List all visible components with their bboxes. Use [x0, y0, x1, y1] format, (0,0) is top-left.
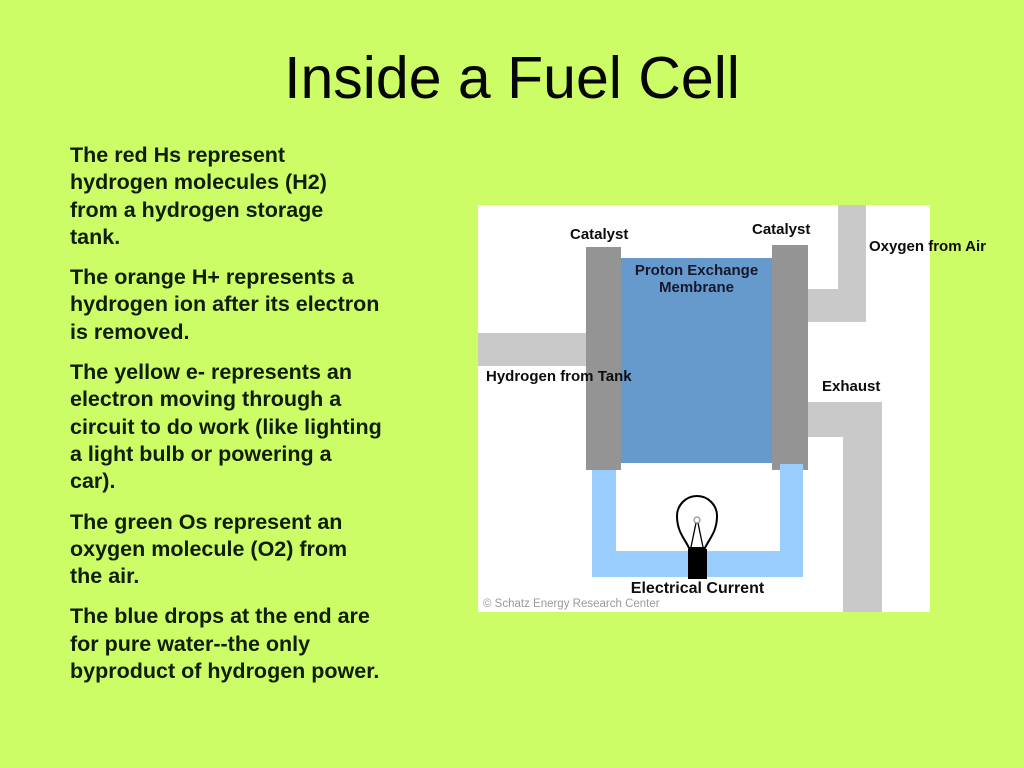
body-paragraph-3: The yellow e- represents an electron mov…	[70, 359, 400, 495]
credit-text: © Schatz Energy Research Center	[483, 598, 660, 610]
exhaust-channel-vertical	[843, 437, 882, 612]
fuel-cell-diagram: Proton Exchange Membrane Catalyst Cataly…	[478, 205, 986, 612]
text-line: The blue drops at the end are	[70, 604, 370, 629]
text-line: byproduct of hydrogen power.	[70, 659, 380, 684]
catalyst-bar-right	[772, 245, 808, 470]
spacer	[621, 258, 772, 263]
text-line: The orange H+ represents a	[70, 265, 354, 290]
label-hydrogen-from-tank: Hydrogen from Tank	[486, 369, 632, 385]
catalyst-bar-left	[586, 247, 621, 470]
text-line: tank.	[70, 224, 121, 249]
membrane-label-line: Proton Exchange	[634, 262, 759, 279]
page-title: Inside a Fuel Cell	[284, 45, 740, 111]
label-line: from Tank	[560, 368, 632, 385]
oxygen-inlet-channel-elbow	[807, 289, 866, 322]
text-line: electron moving through a	[70, 387, 342, 412]
text-line: car).	[70, 469, 116, 494]
body-paragraph-1: The red Hs represent hydrogen molecules …	[70, 142, 400, 251]
label-catalyst-left: Catalyst	[570, 226, 629, 243]
exhaust-channel-horizontal	[808, 402, 882, 437]
text-line: hydrogen ion after its electron	[70, 292, 380, 317]
hydrogen-inlet-channel	[478, 333, 586, 366]
circuit-wire-right	[780, 464, 803, 577]
text-line: is removed.	[70, 319, 190, 344]
text-line: circuit to do work (like lighting	[70, 414, 382, 439]
text-line: The green Os represent an	[70, 509, 343, 534]
text-line: The red Hs represent	[70, 143, 286, 167]
label-line: Oxygen	[869, 238, 925, 255]
body-paragraph-5: The blue drops at the end are for pure w…	[70, 603, 400, 685]
text-line: The yellow e- represents an	[70, 360, 352, 385]
text-line: oxygen molecule (O2) from	[70, 536, 348, 561]
text-line: the air.	[70, 564, 140, 589]
label-line: from	[928, 238, 962, 255]
membrane-label-line: Membrane	[658, 278, 735, 296]
text-line: for pure water--the only	[70, 631, 311, 656]
label-catalyst-right: Catalyst	[752, 221, 811, 238]
label-electrical-current: Electrical Current	[630, 580, 765, 597]
label-exhaust: Exhaust	[822, 378, 881, 395]
label-line: Air	[965, 238, 987, 255]
proton-exchange-membrane: Proton Exchange Membrane	[621, 258, 772, 463]
label-line: Hydrogen	[486, 368, 557, 385]
body-paragraph-4: The green Os represent an oxygen molecul…	[70, 509, 400, 591]
body-text-block: The red Hs represent hydrogen molecules …	[70, 142, 400, 698]
text-line: a light bulb or powering a	[70, 441, 332, 466]
body-paragraph-2: The orange H+ represents a hydrogen ion …	[70, 264, 400, 346]
label-oxygen-from-air: Oxygen from Air	[869, 238, 986, 255]
text-line: hydrogen molecules (H2)	[70, 170, 327, 195]
text-line: from a hydrogen storage	[70, 197, 324, 222]
light-bulb-icon	[675, 495, 719, 579]
